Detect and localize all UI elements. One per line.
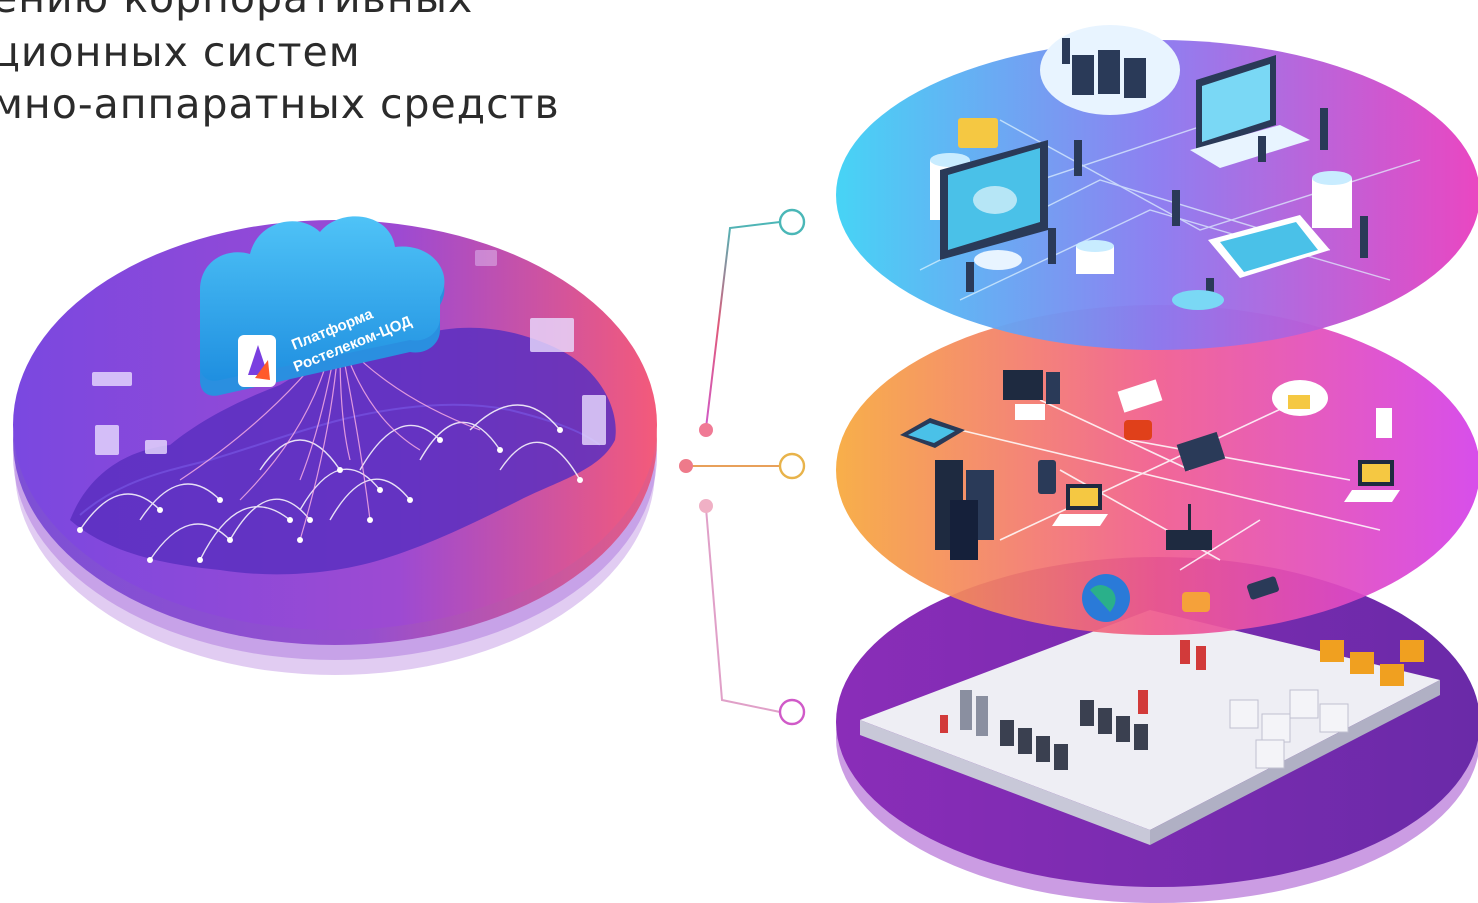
layer-connector	[679, 208, 806, 726]
rostelecom-logo-icon	[238, 335, 276, 387]
laptop-cloud-icon	[1190, 55, 1310, 168]
map-disc	[13, 220, 657, 675]
laptop-icon	[1052, 484, 1108, 526]
platform-cloud	[200, 216, 445, 396]
cloud-server-icon	[1040, 25, 1180, 115]
monitor-cloud-icon	[940, 140, 1048, 260]
heading-line-3: мно-аппаратных средств	[0, 80, 560, 128]
desktop-computer-icon	[1003, 370, 1060, 420]
datacenter-layer	[836, 557, 1478, 903]
platform-pad	[1172, 290, 1224, 310]
map-building-icons	[92, 250, 606, 455]
cloud-folder-icon	[1272, 380, 1328, 416]
heading-line-1: ению корпоративных	[0, 0, 473, 19]
generators	[1320, 640, 1424, 686]
smart-device-icon	[1117, 379, 1226, 472]
map-city-points	[77, 427, 583, 563]
server-stack-icon	[935, 460, 994, 560]
tablet-icon	[900, 418, 965, 448]
heading-text: ению корпоративных ционных систем мно-ап…	[0, 0, 640, 140]
laptop-right-icon	[1344, 460, 1400, 502]
heading-line-2: ционных систем	[0, 28, 361, 76]
red-cabinets	[940, 640, 1206, 733]
cooling-units	[1229, 689, 1349, 769]
card-reader-icon	[1376, 408, 1392, 438]
cloud-services-layer	[836, 25, 1478, 350]
smartphone-icon	[1038, 460, 1279, 600]
platform-pad	[974, 250, 1022, 270]
chat-bubble-icon	[1124, 420, 1210, 612]
router-icon	[1166, 504, 1212, 550]
folder-icon	[958, 118, 998, 148]
connector-node-bottom	[778, 698, 806, 726]
connector-node-middle	[778, 452, 806, 480]
network-devices-layer	[836, 305, 1478, 635]
phone-device-icon	[1208, 215, 1330, 278]
server-racks	[960, 690, 1148, 770]
connector-node-top	[778, 208, 806, 236]
globe-icon	[1082, 574, 1130, 622]
